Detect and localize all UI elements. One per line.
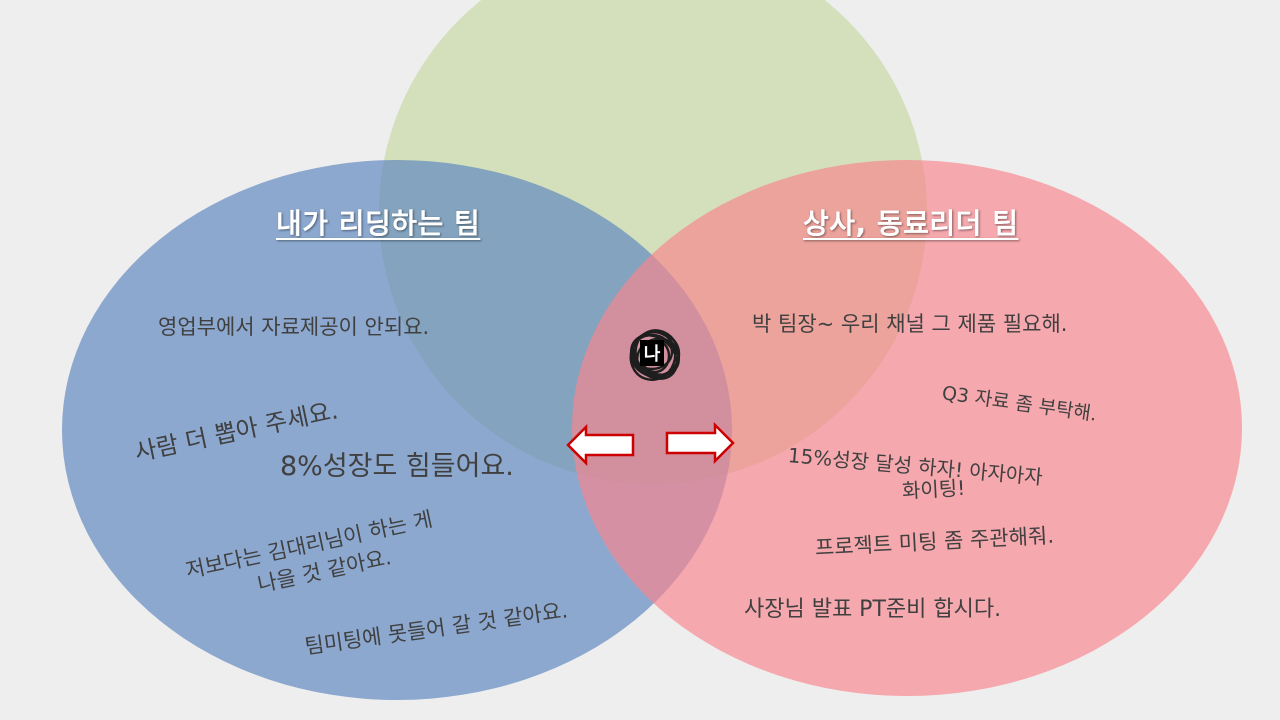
right-team-title: 상사, 동료리더 팀: [803, 207, 1019, 240]
left-team-title: 내가 리딩하는 팀: [276, 207, 481, 240]
me-label: 나: [640, 340, 664, 366]
right-arrow-icon: [665, 422, 735, 464]
right-note-1: 박 팀장~ 우리 채널 그 제품 필요해.: [752, 312, 1068, 336]
left-arrow-icon: [566, 424, 635, 466]
left-note-3: 8%성장도 힘들어요.: [280, 451, 514, 482]
right-note-4: 화이팅!: [901, 475, 966, 503]
left-circle: [62, 160, 732, 700]
right-circle: [572, 160, 1242, 696]
left-note-1: 영업부에서 자료제공이 안되요.: [158, 315, 430, 339]
scribble-icon: [629, 329, 681, 381]
right-note-6: 사장님 발표 PT준비 합시다.: [744, 597, 1002, 622]
